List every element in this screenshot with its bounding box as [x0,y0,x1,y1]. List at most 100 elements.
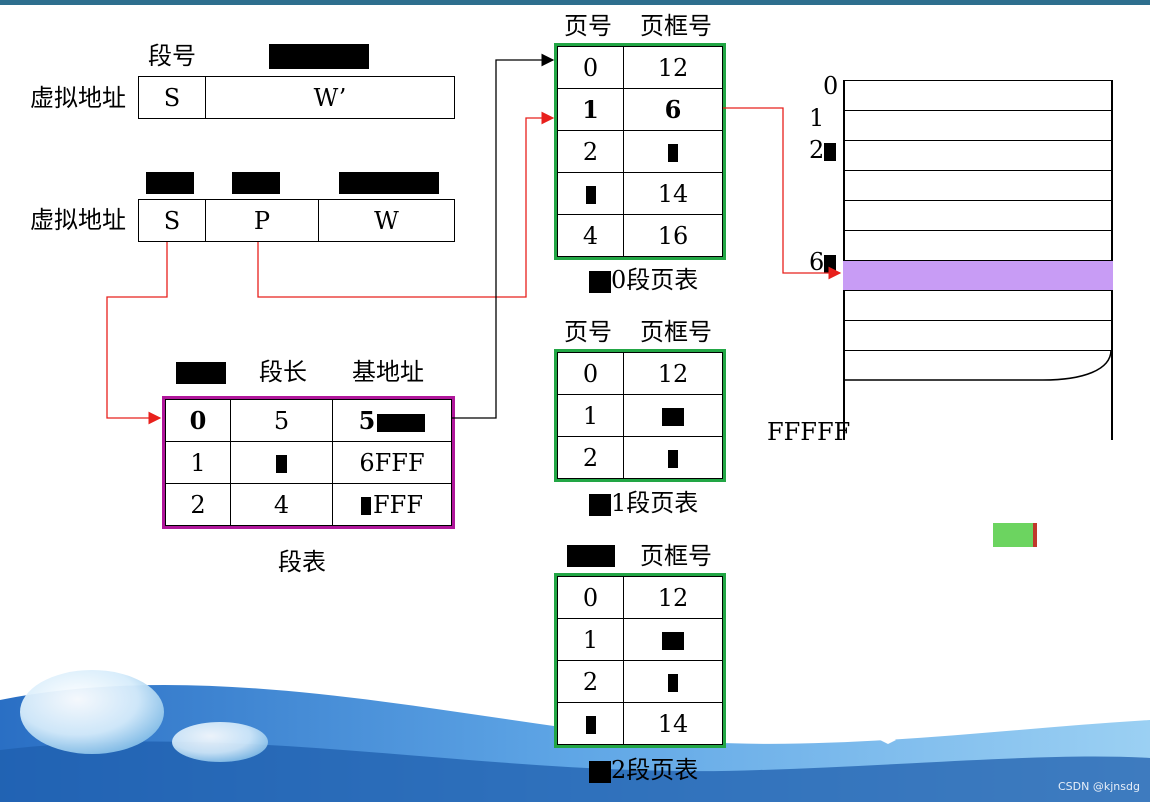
page-number: 1 [557,88,624,131]
bubble-large [20,670,164,754]
redacted-label [269,44,369,69]
addr2-offset-cell: W [374,206,399,235]
frame-number-header: 页框号 [640,12,712,40]
redacted-label [146,172,194,194]
memory-label-end: FFFFF [767,418,851,446]
physical-memory [843,80,1113,440]
memory-curve [843,350,1112,381]
page-number: 2 [557,130,624,173]
page-number: 4 [557,214,624,257]
segment-table-row: 2 4 FFF [165,483,452,526]
frame-number: 14 [623,702,723,745]
redacted-label [232,172,280,194]
frame-number: 12 [623,352,723,395]
seg-index: 1 [165,441,231,484]
memory-label-6: 6 [809,250,837,274]
seg-base: 6FFF [332,441,452,484]
segment-length-header: 段长 [259,358,307,386]
arrow-s-to-segment-table [106,242,168,425]
green-marker [993,523,1033,547]
redacted-label [339,172,439,194]
seg-index: 0 [165,399,231,442]
segment-1-page-table-caption: 1段页表 [589,491,698,516]
page-table-row: 2 [557,660,723,703]
page-number: 1 [557,618,624,661]
redacted-header [567,545,615,567]
page-table-row: 2 [557,436,723,479]
segment-0-page-table-caption: 0段页表 [589,268,698,293]
virtual-address-label-1: 虚拟地址 [30,84,126,112]
page-table-row: 14 [557,172,723,215]
page-table-row: 1 [557,618,723,661]
virtual-address-format-2: S P W [138,199,455,242]
memory-label-0: 0 [823,72,839,100]
memory-frame [843,320,1113,350]
memory-frame [843,350,1113,380]
segment-table: 0 5 5 1 6FFF 2 4 FFF [162,396,455,529]
page-number: 0 [557,352,624,395]
frame-number [623,436,723,479]
frame-number [623,394,723,437]
frame-number: 12 [623,46,723,89]
red-marker [1033,523,1037,547]
memory-frame [843,230,1113,260]
frame-number [623,618,723,661]
page-number-header: 页号 [564,318,612,346]
segment-table-row: 0 5 5 [165,399,452,442]
frame-number [623,130,723,173]
memory-frame [843,200,1113,230]
page-number [557,702,624,745]
seg-length [230,441,333,484]
addr2-segment-cell: S [139,200,206,241]
page-table-row: 2 [557,130,723,173]
addr1-segment-cell: S [139,77,206,118]
page-number: 0 [557,576,624,619]
segment-table-row: 1 6FFF [165,441,452,484]
seg-length: 4 [230,483,333,526]
frame-number: 12 [623,576,723,619]
seg-base: FFF [332,483,452,526]
page-number: 2 [557,660,624,703]
memory-frame-highlighted [843,260,1113,291]
seg-length: 5 [230,399,333,442]
addr1-offset-cell: W’ [313,83,347,112]
virtual-address-format-1: S W’ [138,76,455,119]
frame-number: 6 [623,88,723,131]
page-table-row: 14 [557,702,723,745]
segment-number-header: 段号 [148,42,196,70]
segment-table-caption: 段表 [278,548,326,576]
memory-frame [843,170,1113,200]
memory-frame [843,140,1113,170]
frame-number-header: 页框号 [640,542,712,570]
page-number-header: 页号 [564,12,612,40]
virtual-address-label-2: 虚拟地址 [30,206,126,234]
frame-number-header: 页框号 [640,318,712,346]
seg-base: 5 [332,399,452,442]
top-border [0,0,1150,5]
frame-number: 14 [623,172,723,215]
watermark: CSDN @kjnsdg [1058,780,1140,793]
memory-frame [843,110,1113,140]
base-address-header: 基地址 [352,358,424,386]
page-number [557,172,624,215]
frame-number: 16 [623,214,723,257]
page-number: 2 [557,436,624,479]
page-number: 1 [557,394,624,437]
frame-number [623,660,723,703]
page-number: 0 [557,46,624,89]
page-table-row: 1 [557,394,723,437]
memory-label-1: 1 [809,104,825,132]
addr2-page-cell: P [206,200,319,241]
arrow-base-to-page-table [452,53,555,419]
seg-index: 2 [165,483,231,526]
redacted-header [176,362,226,384]
segment-2-page-table-caption: 2段页表 [589,758,698,783]
